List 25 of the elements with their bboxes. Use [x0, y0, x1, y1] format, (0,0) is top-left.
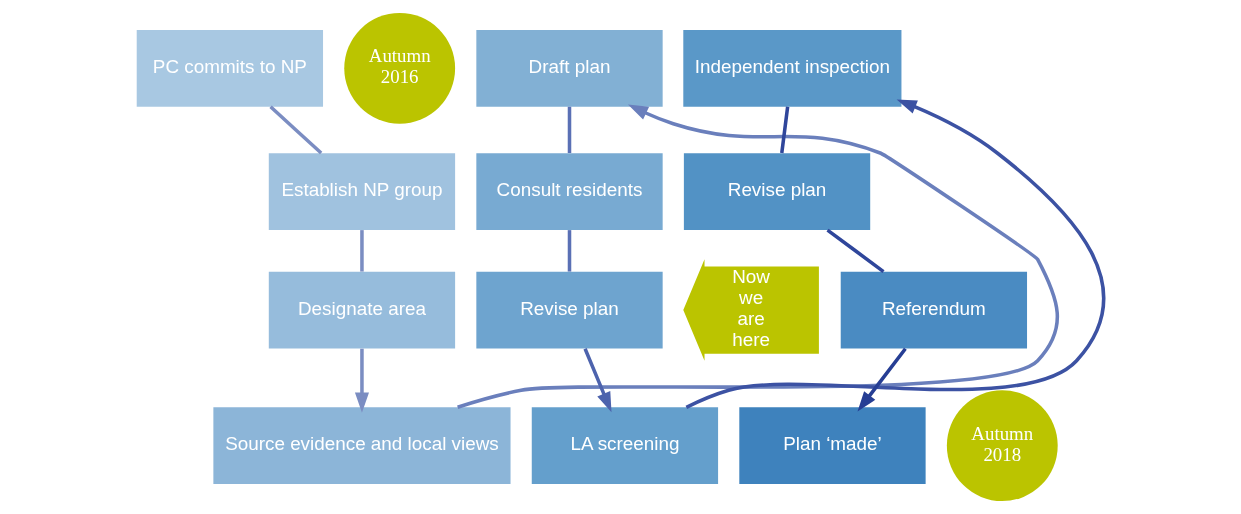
- node-box: Designate area: [268, 271, 456, 349]
- arrow: [354, 348, 369, 413]
- connector: [780, 106, 790, 154]
- node-box: Referendum: [840, 271, 1028, 349]
- node-box: Revise plan: [683, 153, 871, 230]
- node-box: Revise plan: [476, 271, 663, 349]
- connector: [269, 105, 323, 155]
- node-box: LA screening: [531, 407, 719, 484]
- connector: [567, 230, 572, 272]
- node-box: Establish NP group: [268, 153, 456, 230]
- node-box: Independent inspection: [683, 30, 902, 107]
- connector: [826, 228, 885, 273]
- node-box: Draft plan: [476, 30, 663, 107]
- node-circle: Autumn 2016: [344, 12, 456, 124]
- arrow: [583, 348, 612, 413]
- node-box: Source evidence and local views: [213, 407, 511, 484]
- node-circle: Autumn 2018: [946, 390, 1058, 502]
- connector: [360, 230, 364, 272]
- node-box: PC commits to NP: [136, 30, 324, 107]
- arrow: [685, 99, 1106, 409]
- arrow: [457, 104, 1059, 409]
- node-box: Plan ‘made’: [739, 407, 926, 484]
- node-box: Consult residents: [476, 153, 663, 230]
- connector: [567, 106, 572, 154]
- arrow: [857, 347, 907, 412]
